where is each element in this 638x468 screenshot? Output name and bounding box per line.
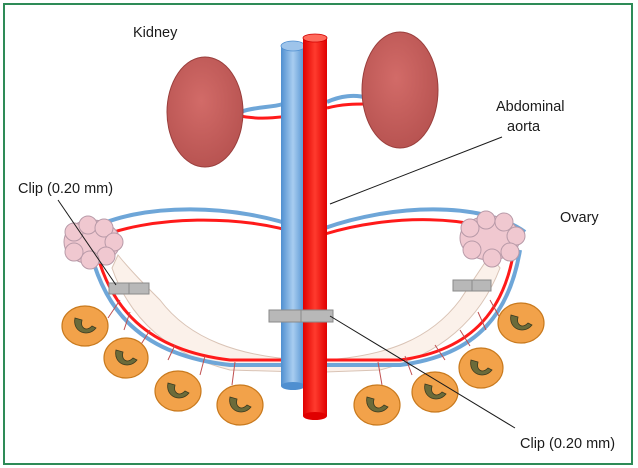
left-kidney <box>167 57 243 167</box>
embryo-sac <box>459 348 503 388</box>
right-renal-artery <box>327 104 367 108</box>
abdominal-aorta <box>303 34 327 420</box>
embryo-sac <box>155 371 201 411</box>
label-abdominal-aorta: Abdominal <box>496 99 565 115</box>
embryo-sac <box>412 372 458 412</box>
right-ovary <box>460 211 525 267</box>
right-kidney <box>362 32 438 148</box>
label-clip-left: Clip (0.20 mm) <box>18 181 113 197</box>
embryo-sac <box>62 306 108 346</box>
right-renal-vein <box>327 96 367 102</box>
embryo-sac <box>498 303 544 343</box>
left-renal-vein <box>240 104 283 112</box>
label-clip-bottom: Clip (0.20 mm) <box>520 436 615 452</box>
embryo-sac <box>354 385 400 425</box>
vena-cava <box>281 41 305 390</box>
embryo-sac <box>104 338 148 378</box>
label-ovary: Ovary <box>560 210 599 226</box>
left-ovary <box>64 216 123 269</box>
label-kidney: Kidney <box>133 25 178 41</box>
label-abdominal-aorta-line2: aorta <box>507 119 541 135</box>
embryo-sac <box>217 385 263 425</box>
